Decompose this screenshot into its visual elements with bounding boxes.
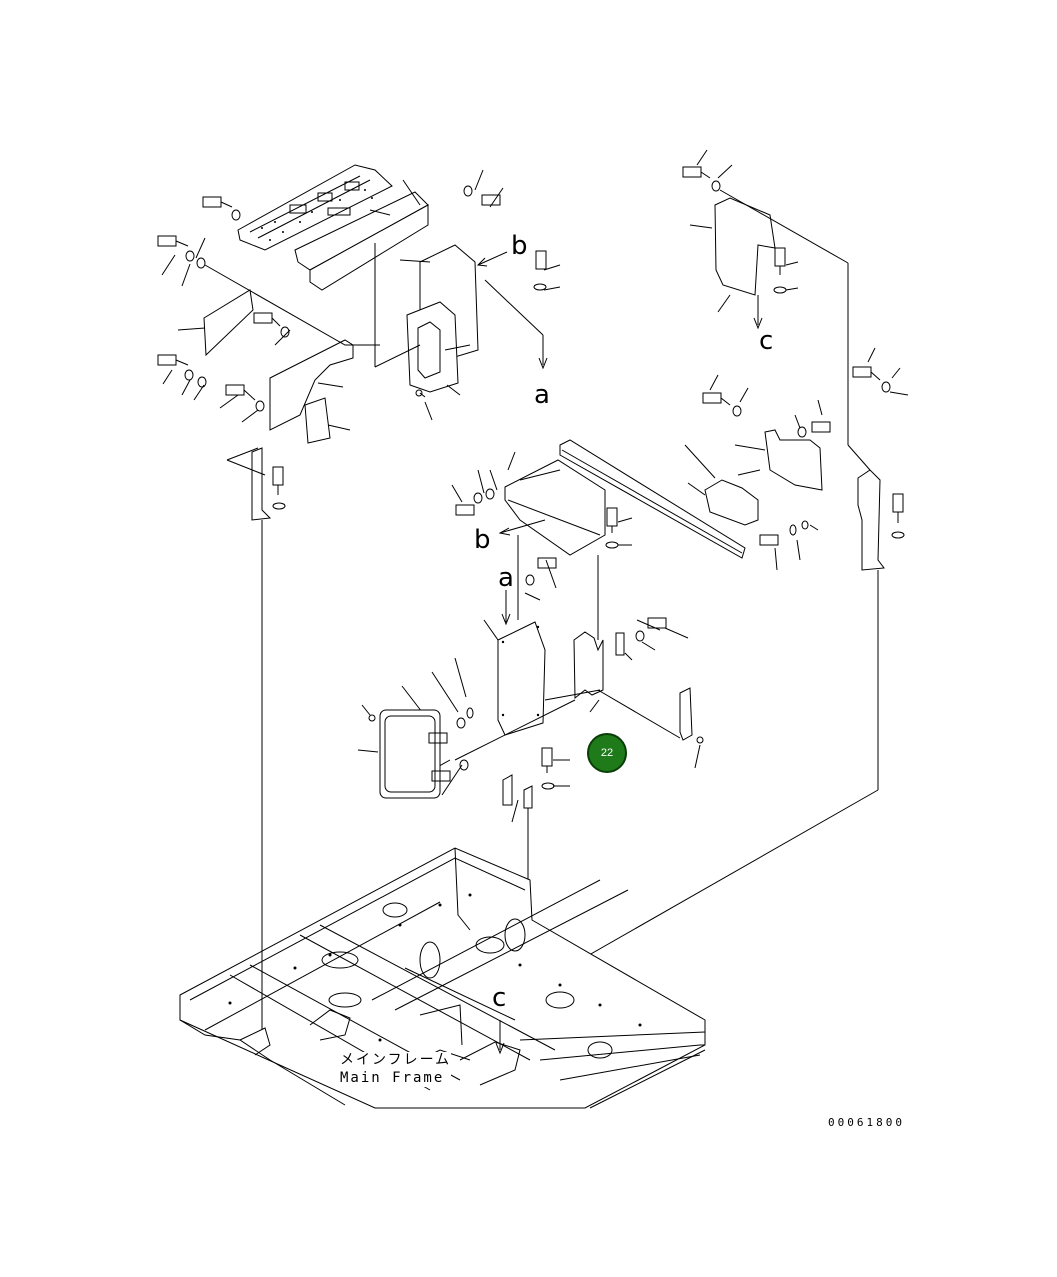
callout-b-lower: b [474,525,491,555]
callout-a-upper: a [534,380,550,410]
callout-c-lower: c [492,983,507,1013]
callout-a-lower: a [498,563,514,593]
part-number-badge[interactable]: 22 [587,733,627,773]
upper-left-assembly [157,164,561,521]
upper-right-assembly [539,149,909,984]
main-frame-label-en: Main Frame [340,1069,445,1086]
main-frame-label-jp: メインフレーム [340,1052,452,1068]
callout-c-upper: c [759,326,774,356]
main-frame-label: メインフレーム Main Frame [340,1052,452,1087]
main-frame-drawing [179,520,706,1109]
callout-b-upper: b [511,231,528,261]
middle-assembly [357,451,704,1050]
document-number: 00061800 [828,1116,905,1129]
